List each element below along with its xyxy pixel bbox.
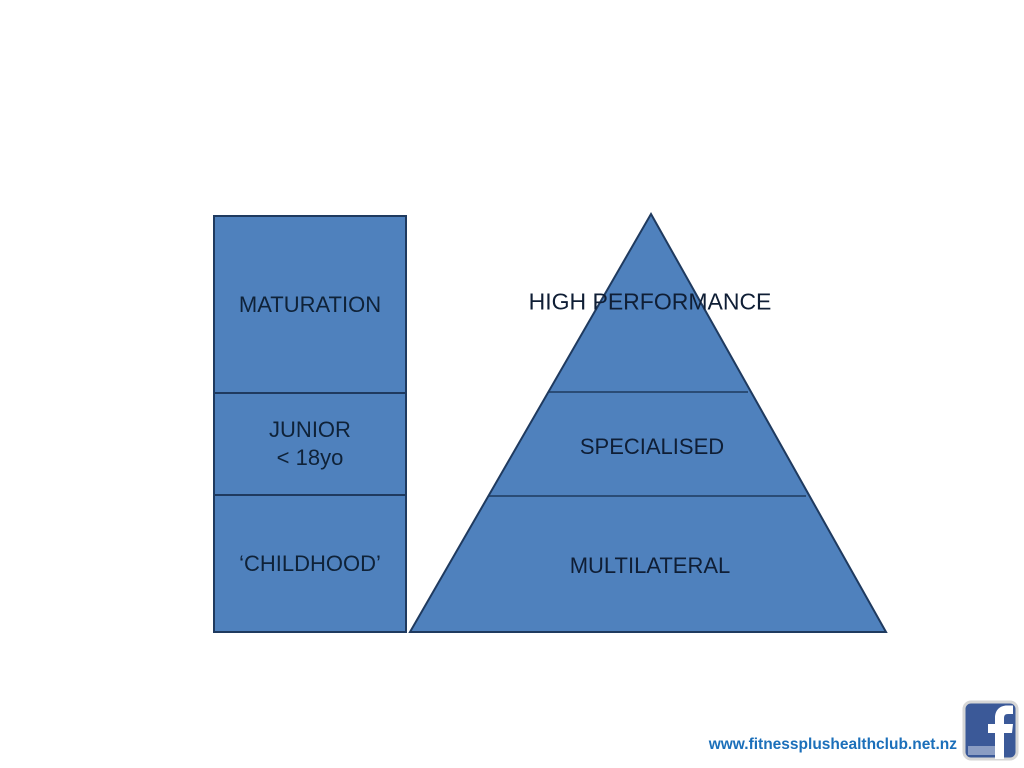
childhood-label: ‘CHILDHOOD’ (239, 550, 381, 576)
multilateral-label: MULTILATERAL (569, 553, 731, 578)
development-stages-column: MATURATION JUNIOR < 18yo ‘CHILDHOOD’ (213, 215, 407, 633)
column-section-childhood: ‘CHILDHOOD’ (215, 494, 405, 631)
facebook-icon-bar (968, 746, 1000, 755)
maturation-label: MATURATION (238, 291, 382, 317)
high-performance-label: HIGH PERFORMANCE (528, 288, 772, 315)
website-url[interactable]: www.fitnessplushealthclub.net.nz (708, 736, 957, 753)
junior-age-label: < 18yo (276, 445, 344, 470)
junior-label: JUNIOR (269, 417, 351, 442)
facebook-f-glyph (988, 705, 1013, 759)
specialised-label: SPECIALISED (579, 434, 725, 459)
facebook-icon[interactable] (962, 700, 1019, 761)
column-section-junior: JUNIOR < 18yo (215, 392, 405, 494)
column-section-maturation: MATURATION (215, 217, 405, 392)
